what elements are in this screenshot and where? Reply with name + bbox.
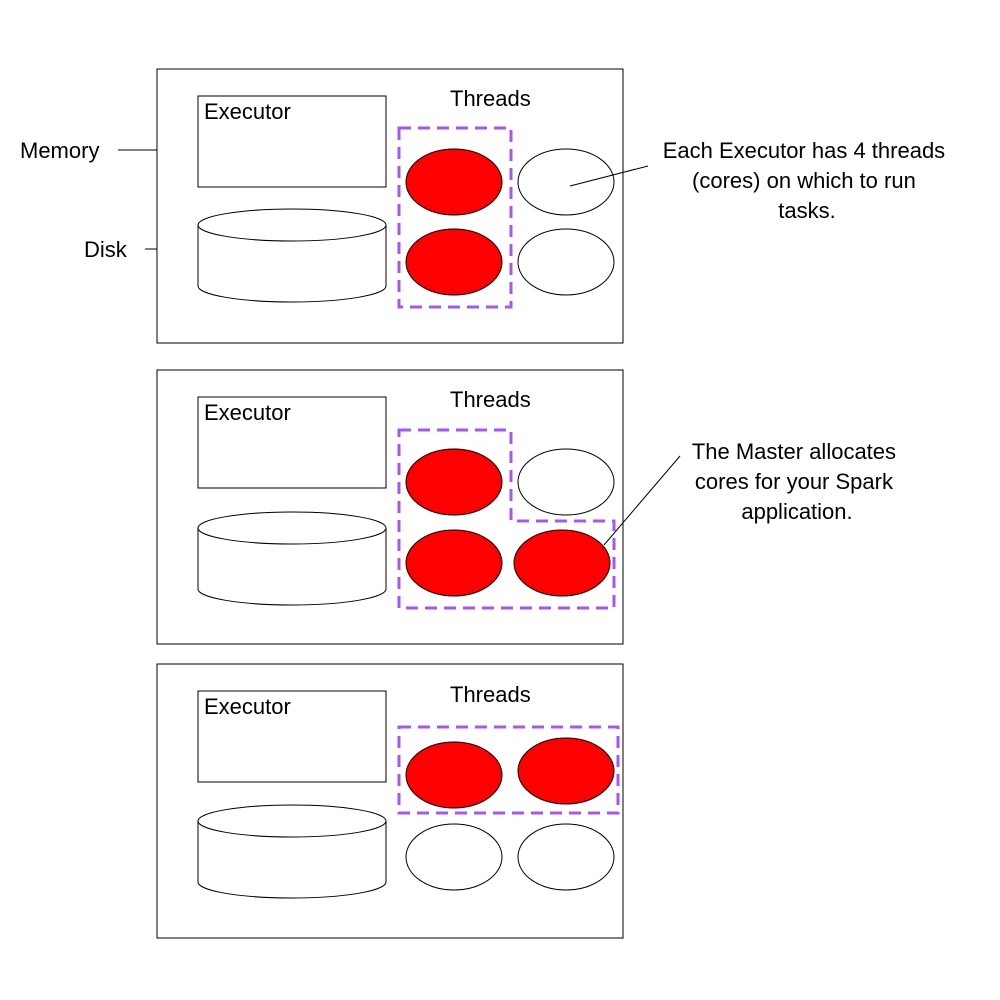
- threads-label: Threads: [450, 387, 531, 412]
- thread-core-allocated: [517, 737, 615, 805]
- memory-box: [197, 396, 387, 489]
- thread-core-free: [517, 148, 615, 216]
- master-note-pointer: [603, 455, 681, 546]
- thread-core-allocated: [513, 529, 611, 597]
- thread-core-allocated: [405, 228, 503, 296]
- executor-panel-3: Executor Threads: [156, 663, 624, 939]
- disk-cylinder: [197, 208, 387, 303]
- thread-core-allocated: [405, 448, 503, 516]
- disk-cylinder: [197, 511, 387, 606]
- executor-label: Executor: [204, 400, 291, 425]
- memory-label: Memory: [20, 138, 99, 163]
- threads-label: Threads: [450, 86, 531, 111]
- executor-label: Executor: [204, 99, 291, 124]
- disk-cylinder: [197, 804, 387, 899]
- thread-core-free: [517, 823, 615, 891]
- thread-core-allocated: [405, 529, 503, 597]
- memory-box: [197, 95, 387, 188]
- threads-note-pointer: [569, 165, 649, 187]
- disk-label: Disk: [84, 237, 128, 262]
- executor-label: Executor: [204, 694, 291, 719]
- thread-core-free: [405, 823, 503, 891]
- thread-core-allocated: [405, 741, 503, 809]
- thread-core-free: [517, 448, 615, 516]
- thread-core-free: [517, 228, 615, 296]
- executor-panel-2: Executor Threads: [156, 369, 624, 645]
- allocation-border: [397, 725, 620, 815]
- threads-note: Each Executor has 4 threads (cores) on w…: [663, 138, 952, 223]
- memory-box: [197, 690, 387, 783]
- executor-panel-1: Executor Threads: [156, 68, 624, 344]
- allocation-border: [397, 428, 616, 610]
- master-note: The Master allocates cores for your Spar…: [692, 439, 902, 524]
- thread-core-allocated: [405, 148, 503, 216]
- allocation-border: [397, 126, 513, 309]
- threads-label: Threads: [450, 682, 531, 707]
